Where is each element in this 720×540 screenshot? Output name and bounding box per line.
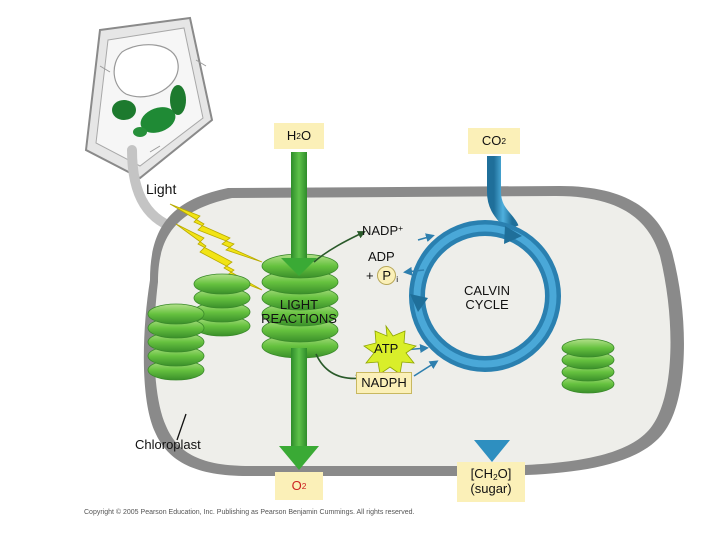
pi-main: P [382,268,392,283]
chloroplast-pointer-line [176,413,187,441]
co2-main: CO [481,132,502,148]
sugar-line-1: [CH2O] [470,466,512,483]
adp-label: ADP [368,249,395,264]
thylakoid-stack-left-lower [147,303,205,381]
light-reactions-label: LIGHT REACTIONS [257,297,341,327]
light-label: Light [146,181,177,197]
calvin-cycle-line-1: CALVIN [464,283,510,298]
plant-cell-illustration [84,16,214,180]
nadp-plus-label: NADP+ [362,222,404,238]
sugar-label: [CH2O] (sugar) [457,462,525,502]
pi-circle: P [377,266,397,285]
atp-label: ATP [374,341,399,356]
pi-prefix: + [366,268,378,283]
atp-starburst [363,324,417,375]
o2-main: O [291,477,302,493]
light-reactions-line-1: LIGHT [279,297,319,312]
thylakoid-stack-center [261,253,339,359]
calvin-cycle-label: CALVIN CYCLE [452,283,522,313]
nadp-superscript: + [398,222,404,233]
thylakoid-stack-right [561,338,615,394]
light-bolts [169,203,263,291]
sugar-ch: [CH [470,466,493,482]
sugar-tail: O] [497,466,512,482]
light-reactions-line-2: REACTIONS [261,311,337,327]
nadp-main: NADP [362,223,399,238]
sugar-subscript: 2 [492,472,498,483]
copyright-notice: Copyright © 2005 Pearson Education, Inc.… [84,509,415,516]
h2o-main: H [286,127,297,143]
calvin-cycle-ring [409,220,561,372]
h2o-tail: O [300,127,312,143]
pi-subscript: i [396,274,399,285]
chloroplast-label: Chloroplast [135,437,201,452]
nadph-label: NADPH [356,372,412,394]
thylakoid-stack-left-upper [193,273,251,337]
water-oxygen-arrow [279,152,319,470]
calvin-cycle-line-2: CYCLE [465,297,509,313]
sugar-line-2: (sugar) [470,481,512,496]
